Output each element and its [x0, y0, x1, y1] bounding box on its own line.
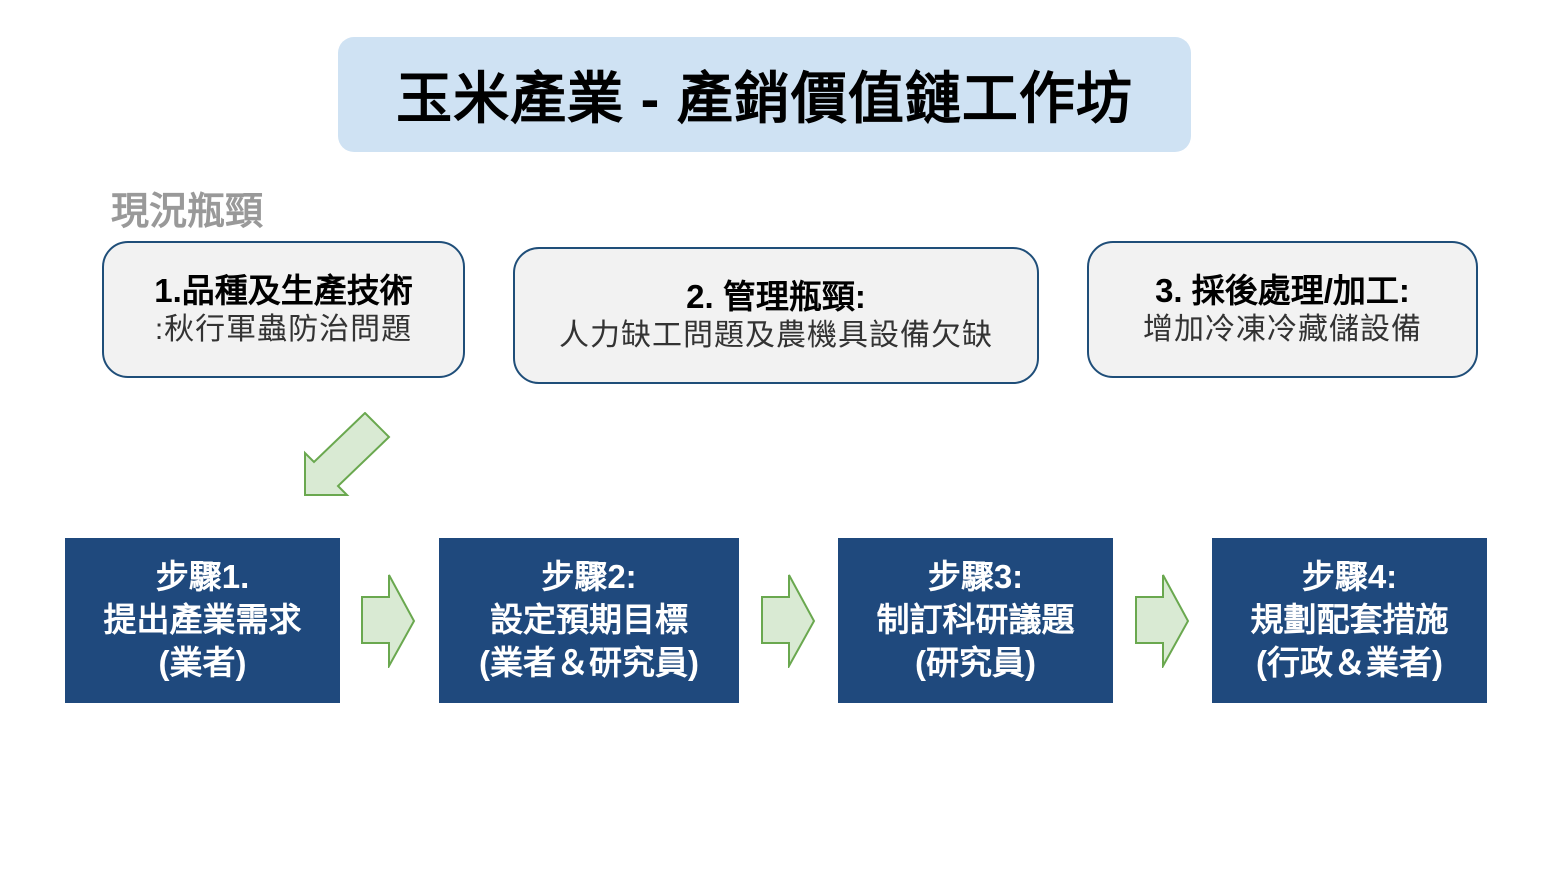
arrow-right-icon: [1135, 574, 1190, 668]
step-box-4: 步驟4: 規劃配套措施 (行政＆業者): [1212, 538, 1487, 703]
bottleneck-heading: 1.品種及生產技術: [154, 272, 413, 310]
bottleneck-detail: 增加冷凍冷藏儲設備: [1143, 313, 1422, 347]
step-label: 步驟4:: [1301, 558, 1398, 596]
bottleneck-card-3: 3. 採後處理/加工: 增加冷凍冷藏儲設備: [1087, 241, 1478, 378]
bottleneck-detail: :秋行軍蟲防治問題: [154, 313, 413, 347]
step-box-2: 步驟2: 設定預期目標 (業者＆研究員): [439, 538, 739, 703]
title-banner: 玉米產業 - 產銷價值鏈工作坊: [338, 37, 1191, 152]
step-label: 步驟2:: [541, 558, 637, 596]
step-label: 步驟1.: [155, 558, 250, 596]
step-actor: (業者): [158, 643, 247, 681]
step-label: 步驟3:: [927, 558, 1024, 596]
step-box-1: 步驟1. 提出產業需求 (業者): [65, 538, 340, 703]
step-actor: (研究員): [915, 643, 1036, 681]
bottleneck-card-2: 2. 管理瓶頸: 人力缺工問題及農機具設備欠缺: [513, 247, 1039, 384]
step-box-3: 步驟3: 制訂科研議題 (研究員): [838, 538, 1113, 703]
section-label-bottlenecks: 現況瓶頸: [111, 191, 264, 233]
step-action: 制訂科研議題: [876, 601, 1075, 639]
step-action: 規劃配套措施: [1250, 601, 1449, 639]
bottleneck-card-1: 1.品種及生產技術 :秋行軍蟲防治問題: [102, 241, 465, 378]
arrow-right-icon: [361, 574, 416, 668]
arrow-down-left-icon: [304, 412, 391, 496]
page-title: 玉米產業 - 產銷價值鏈工作坊: [396, 67, 1133, 130]
step-action: 提出產業需求: [103, 601, 302, 639]
step-action: 設定預期目標: [490, 601, 688, 639]
arrow-right-icon: [761, 574, 816, 668]
bottleneck-detail: 人力缺工問題及農機具設備欠缺: [559, 319, 993, 353]
bottleneck-heading: 3. 採後處理/加工:: [1155, 272, 1410, 310]
bottleneck-heading: 2. 管理瓶頸:: [686, 278, 866, 316]
step-actor: (業者＆研究員): [479, 643, 699, 681]
step-actor: (行政＆業者): [1256, 643, 1443, 681]
